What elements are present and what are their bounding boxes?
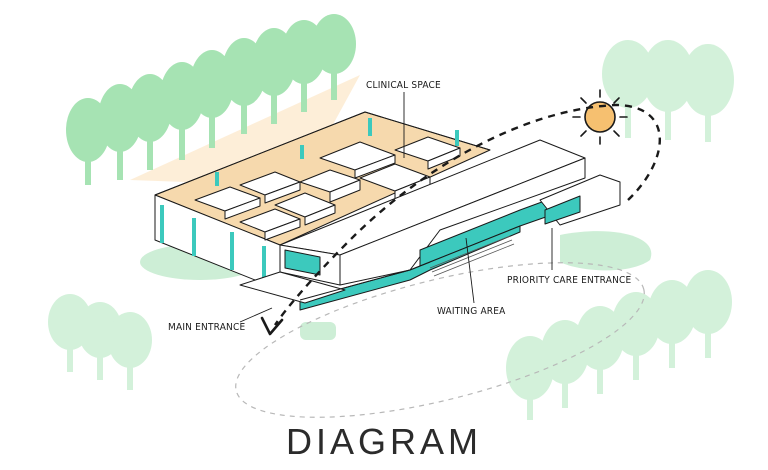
- label-waiting-area: WAITING AREA: [437, 306, 506, 317]
- tree-row-bottom-left: [48, 294, 152, 390]
- page-title: DIAGRAM: [286, 421, 482, 462]
- label-clinical-space: CLINICAL SPACE: [366, 80, 441, 91]
- tree-icon: [642, 40, 694, 140]
- label-main-entrance: MAIN ENTRANCE: [168, 322, 245, 333]
- tree-icon: [312, 14, 356, 100]
- sun-path-orbit: [235, 262, 645, 418]
- tree-icon: [576, 306, 624, 394]
- tree-row-bottom-right: [506, 270, 732, 420]
- tree-icon: [602, 40, 654, 138]
- sun-icon: [572, 89, 628, 145]
- tree-icon: [684, 270, 732, 358]
- label-priority-care-entrance: PRIORITY CARE ENTRANCE: [507, 275, 631, 286]
- arrow-icon: [260, 316, 284, 336]
- tree-row-top-right: [602, 40, 734, 142]
- tree-icon: [108, 312, 152, 390]
- ramp: [429, 235, 515, 277]
- tree-icon: [682, 44, 734, 142]
- leader-lines: [239, 92, 553, 323]
- tree-icon: [612, 292, 660, 380]
- tree-icon: [648, 280, 696, 368]
- tree-row-top-left: [66, 14, 356, 185]
- building: [154, 111, 621, 311]
